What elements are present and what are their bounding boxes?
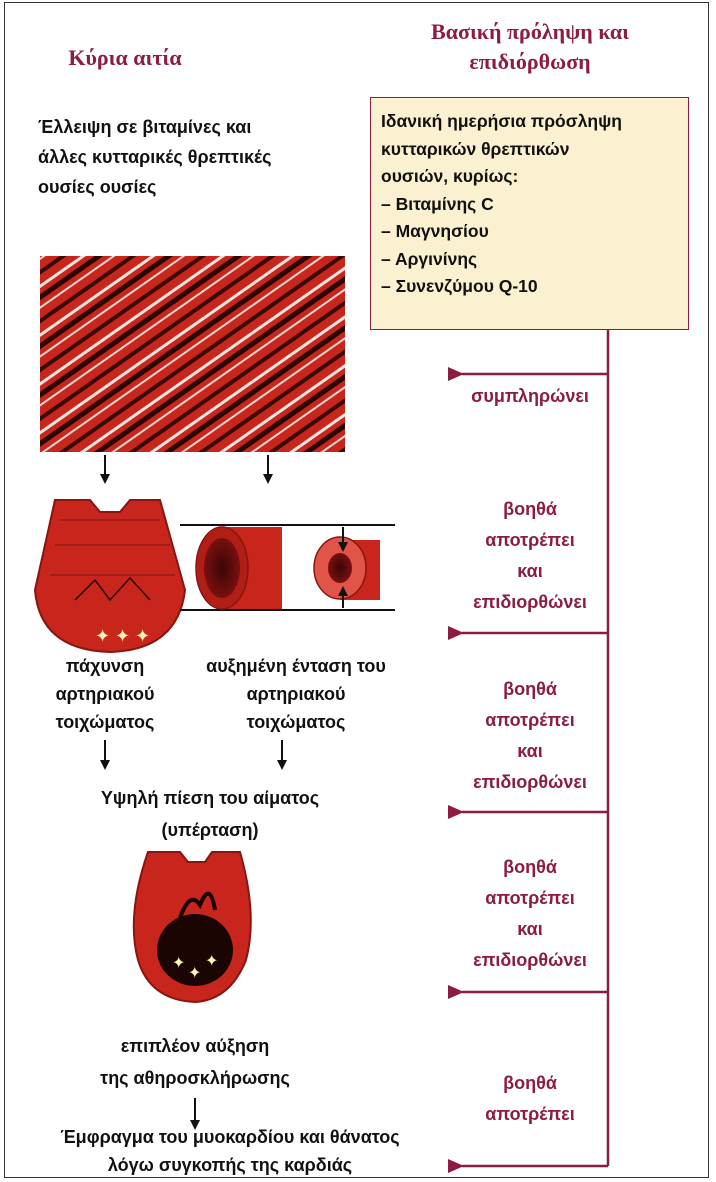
action-line: βοηθά	[455, 1068, 605, 1099]
action-line: αποτρέπει	[455, 705, 605, 736]
label-line: αρτηριακού	[20, 680, 190, 708]
atherosclerotic-artery-icon: ✦ ✦ ✦	[134, 852, 251, 1002]
tension-label: αυξημένη ένταση του αρτηριακού τοιχώματο…	[190, 652, 402, 736]
label-line: αυξημένη ένταση του	[190, 652, 402, 680]
svg-text:✦: ✦	[95, 626, 110, 647]
svg-text:✦: ✦	[188, 963, 201, 982]
vessel-comparison-icon	[180, 525, 395, 610]
action-label-prevents: βοηθά αποτρέπει	[455, 1068, 605, 1130]
label-line: επιπλέον αύξηση	[60, 1030, 330, 1062]
action-label-supplements: συμπληρώνει	[455, 381, 605, 412]
action-line: επιδιορθώνει	[455, 587, 605, 618]
label-line: λόγω συγκοπής της καρδιάς	[10, 1151, 450, 1179]
action-line: αποτρέπει	[455, 1099, 605, 1130]
label-line: τοιχώματος	[20, 708, 190, 736]
thickened-artery-icon: ✦ ✦ ✦	[35, 500, 185, 652]
action-line: βοηθά	[455, 674, 605, 705]
action-line: επιδιορθώνει	[455, 767, 605, 798]
label-line: αρτηριακού	[190, 680, 402, 708]
action-line: αποτρέπει	[455, 525, 605, 556]
label-line: Υψηλή πίεση του αίματος	[40, 782, 380, 814]
thickening-label: πάχυνση αρτηριακού τοιχώματος	[20, 652, 190, 736]
atherosclerosis-label: επιπλέον αύξηση της αθηροσκλήρωσης	[60, 1030, 330, 1094]
action-label-prevents-repairs: βοηθά αποτρέπει και επιδιορθώνει	[455, 674, 605, 798]
label-line: πάχυνση	[20, 652, 190, 680]
action-line: και	[455, 914, 605, 945]
action-line: επιδιορθώνει	[455, 945, 605, 976]
action-line: αποτρέπει	[455, 883, 605, 914]
label-line: (υπέρταση)	[40, 814, 380, 846]
svg-text:✦: ✦	[135, 626, 150, 647]
svg-text:✦: ✦	[205, 951, 218, 970]
infarction-label: Έμφραγμα του μυοκαρδίου και θάνατος λόγω…	[10, 1123, 450, 1179]
label-line: τοιχώματος	[190, 708, 402, 736]
action-line: βοηθά	[455, 494, 605, 525]
label-line: της αθηροσκλήρωσης	[60, 1062, 330, 1094]
action-line: συμπληρώνει	[455, 381, 605, 412]
svg-text:✦: ✦	[115, 626, 130, 647]
action-label-prevents-repairs: βοηθά αποτρέπει και επιδιορθώνει	[455, 852, 605, 976]
action-line: βοηθά	[455, 852, 605, 883]
label-line: Έμφραγμα του μυοκαρδίου και θάνατος	[10, 1123, 450, 1151]
action-label-prevents-repairs: βοηθά αποτρέπει και επιδιορθώνει	[455, 494, 605, 618]
muscle-tissue-image	[40, 256, 345, 452]
action-line: και	[455, 556, 605, 587]
svg-text:✦: ✦	[172, 953, 185, 972]
action-line: και	[455, 736, 605, 767]
hypertension-label: Υψηλή πίεση του αίματος (υπέρταση)	[40, 782, 380, 846]
